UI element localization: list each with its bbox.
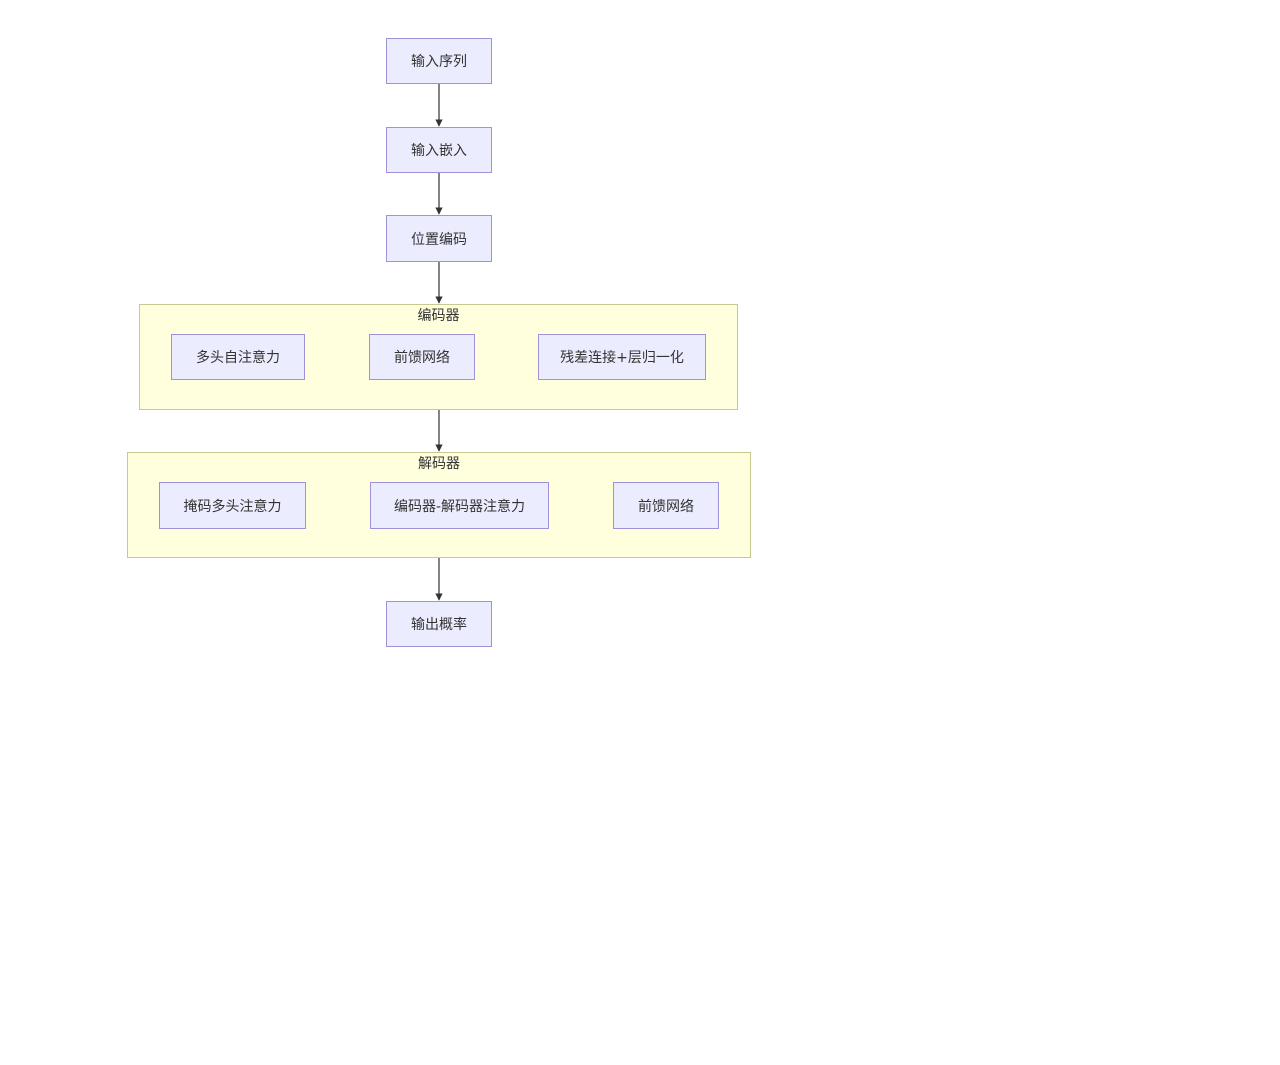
node-residual-layernorm: 残差连接+层归一化 <box>538 334 706 380</box>
node-input-embedding: 输入嵌入 <box>386 127 492 173</box>
node-output-probability: 输出概率 <box>386 601 492 647</box>
node-encoder-decoder-attention: 编码器-解码器注意力 <box>370 482 549 529</box>
node-decoder-feed-forward: 前馈网络 <box>613 482 719 529</box>
node-input-sequence: 输入序列 <box>386 38 492 84</box>
node-encoder-feed-forward: 前馈网络 <box>369 334 475 380</box>
node-multi-head-self-attention: 多头自注意力 <box>171 334 305 380</box>
node-masked-multi-head-attention: 掩码多头注意力 <box>159 482 306 529</box>
node-positional-encoding: 位置编码 <box>386 215 492 262</box>
decoder-cluster-title: 解码器 <box>418 456 460 472</box>
encoder-cluster-title: 编码器 <box>417 308 460 324</box>
